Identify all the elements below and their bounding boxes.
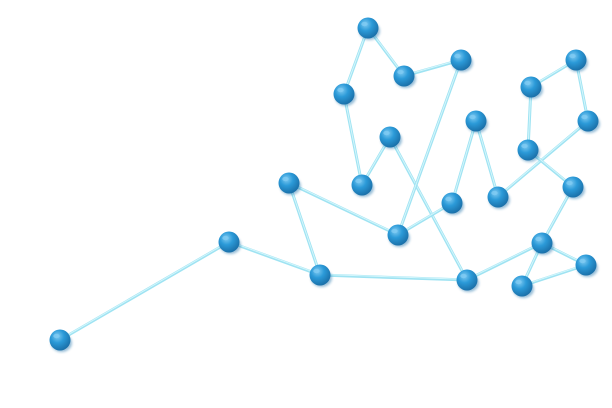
node-glint (566, 180, 573, 186)
atom-node (379, 126, 401, 148)
node-glint (355, 178, 362, 184)
node-glint (521, 143, 528, 149)
atom-node (351, 174, 373, 196)
atom-node (333, 83, 355, 105)
node-glint (460, 273, 467, 279)
node-glint (383, 130, 390, 136)
atom-node (517, 139, 539, 161)
atom-node (565, 49, 587, 71)
atom-node (520, 76, 542, 98)
bond-edge-highlight (288, 181, 399, 235)
bond-edge (58, 240, 231, 342)
node-glint (53, 333, 60, 339)
atom-node (309, 264, 331, 286)
node-glint (579, 258, 586, 264)
bond-edge-highlight (288, 181, 321, 275)
bond-edge (318, 273, 469, 282)
bond-edge (465, 241, 544, 282)
atom-node (218, 231, 240, 253)
bond-edge (520, 263, 588, 288)
bond-edge-highlight (228, 240, 321, 275)
atom-node (456, 269, 478, 291)
node-glint (469, 114, 476, 120)
node-glint (569, 53, 576, 59)
bond-edge-highlight (397, 58, 462, 235)
bond-edge-highlight (389, 135, 468, 280)
atom-node (531, 232, 553, 254)
bond-edge-highlight (343, 92, 363, 185)
network-nodes (49, 17, 600, 352)
node-glint (361, 21, 368, 27)
node-glint (515, 279, 522, 285)
atom-node (387, 224, 409, 246)
bond-edge (227, 240, 322, 277)
atom-node (511, 275, 533, 297)
node-glint (282, 176, 289, 182)
bond-edge (287, 181, 400, 237)
atom-node (577, 110, 599, 132)
atom-node (487, 186, 509, 208)
atom-node (575, 254, 597, 276)
node-glint (454, 53, 461, 59)
node-glint (222, 235, 229, 241)
bond-edge-highlight (319, 273, 468, 280)
bond-edge-highlight (451, 119, 477, 203)
atom-node (357, 17, 379, 39)
atom-node (562, 176, 584, 198)
node-glint (337, 87, 344, 93)
node-glint (397, 69, 404, 75)
atom-node (465, 110, 487, 132)
bond-edge-highlight (59, 240, 230, 340)
atom-node (393, 65, 415, 87)
bond-edge-highlight (466, 241, 543, 280)
atom-node (450, 49, 472, 71)
network-edges (58, 26, 590, 342)
node-glint (491, 190, 498, 196)
node-glint (524, 80, 531, 86)
node-glint (313, 268, 320, 274)
node-glint (445, 196, 452, 202)
atom-node (441, 192, 463, 214)
node-glint (581, 114, 588, 120)
bond-edge-highlight (497, 119, 589, 197)
node-glint (535, 236, 542, 242)
atom-node (49, 329, 71, 351)
node-glint (391, 228, 398, 234)
atom-node (278, 172, 300, 194)
bond-edge-highlight (521, 263, 587, 286)
bond-edge-highlight (475, 119, 499, 197)
